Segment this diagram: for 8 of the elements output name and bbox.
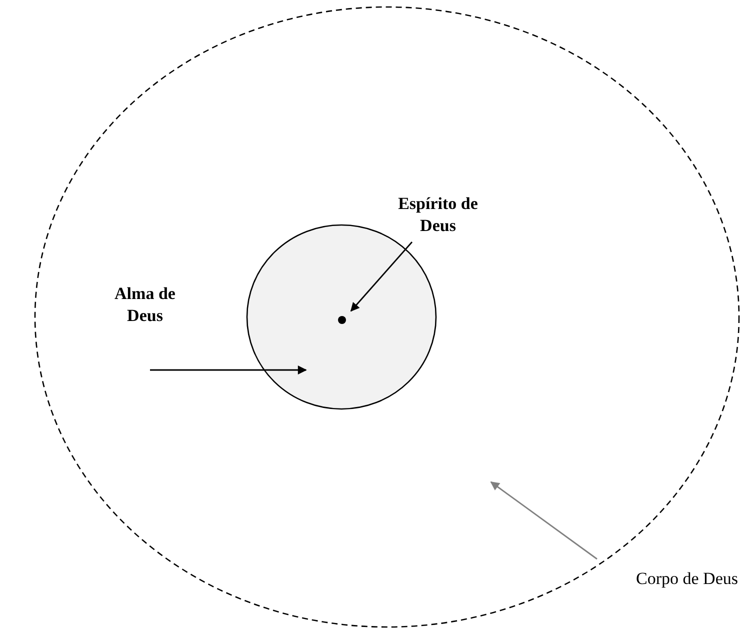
node-label: Espírito de Deus: [388, 192, 488, 238]
center-dot: [337, 315, 347, 325]
dashed-circle: [34, 6, 740, 628]
arrow: [350, 242, 413, 312]
arrow: [150, 366, 307, 374]
node-label: Corpo de Deus: [636, 567, 742, 591]
node-label: Alma de Deus: [100, 282, 190, 328]
arrow: [490, 481, 598, 560]
